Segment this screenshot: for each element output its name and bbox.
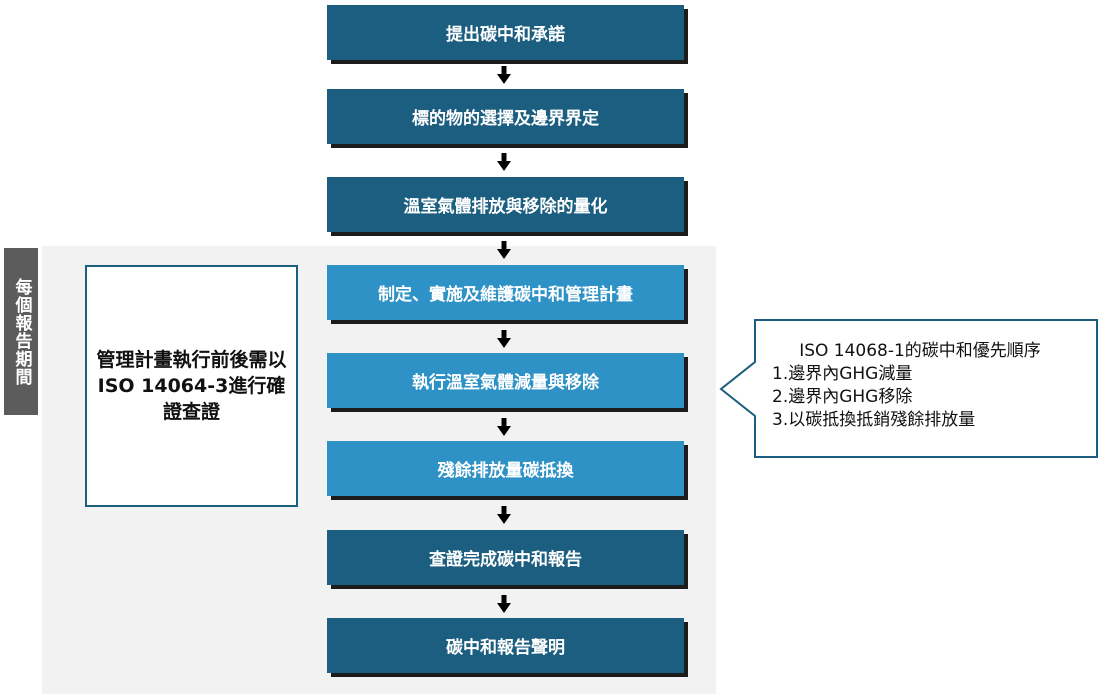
reporting-period-label: 每個報告期間 — [4, 248, 38, 415]
arrow-down-icon — [497, 153, 511, 171]
arrow-down-icon — [497, 66, 511, 84]
arrow-down-icon — [497, 506, 511, 524]
verification-note-text: 管理計畫執行前後需以ISO 14064-3進行確證查證 — [96, 349, 287, 423]
arrow-down-icon — [497, 418, 511, 436]
callout-item: 3.以碳抵換抵銷殘餘排放量 — [772, 410, 976, 430]
step-subject-boundary-selection: 標的物的選擇及邊界界定 — [327, 89, 684, 144]
step-management-plan: 制定、實施及維護碳中和管理計畫 — [327, 265, 684, 320]
step-ghg-reduction-removal: 執行溫室氣體減量與移除 — [327, 353, 684, 408]
step-verified-report: 查證完成碳中和報告 — [327, 530, 684, 585]
callout-title: ISO 14068-1的碳中和優先順序 — [799, 341, 1041, 361]
callout-item: 2.邊界內GHG移除 — [772, 387, 913, 407]
step-report-declaration: 碳中和報告聲明 — [327, 618, 684, 673]
carbon-neutral-priority-callout: ISO 14068-1的碳中和優先順序 1.邊界內GHG減量 2.邊界內GHG移… — [760, 340, 1096, 432]
step-ghg-quantification: 溫室氣體排放與移除的量化 — [327, 177, 684, 232]
step-residual-emission-offset: 殘餘排放量碳抵換 — [327, 441, 684, 496]
arrow-down-icon — [497, 241, 511, 259]
step-carbon-neutral-commitment: 提出碳中和承諾 — [327, 5, 684, 60]
callout-bubble — [719, 319, 1098, 458]
arrow-down-icon — [497, 330, 511, 348]
arrow-down-icon — [497, 595, 511, 613]
verification-note-box: 管理計畫執行前後需以ISO 14064-3進行確證查證 — [85, 265, 298, 507]
callout-item: 1.邊界內GHG減量 — [772, 364, 913, 384]
